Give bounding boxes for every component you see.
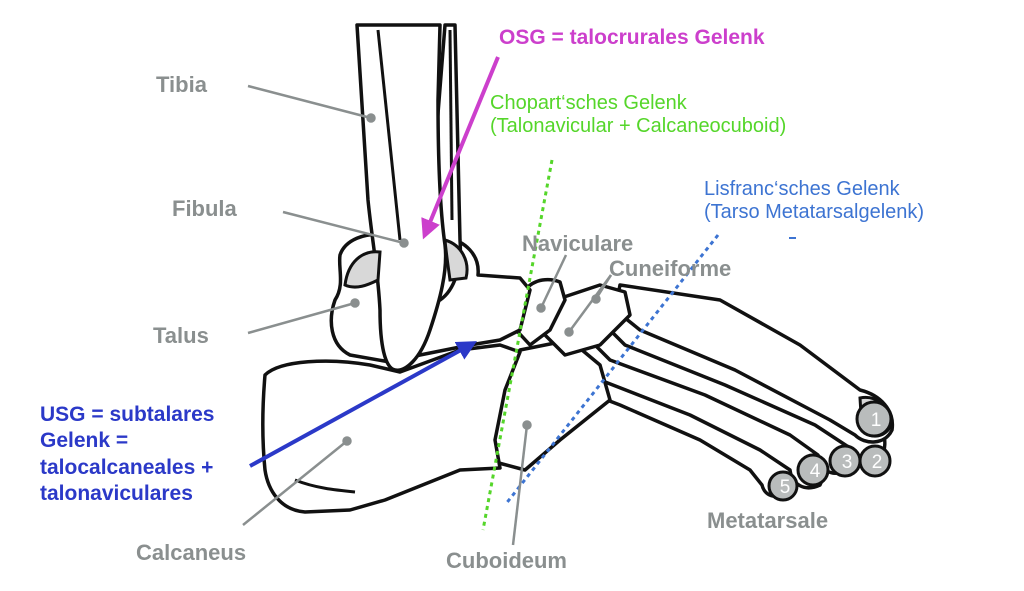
usg-line-3: talocalcaneales + [40,455,214,479]
chopart-joint-line [481,159,554,531]
chopart-line-1: Chopart‘sches Gelenk [490,92,687,114]
label-talus: Talus [153,323,209,348]
label-cuneiforme: Cuneiforme [609,256,732,281]
metatarsal-number-2: 2 [872,452,883,473]
cuboideum-leader [511,424,529,546]
talus-cartilage-left [343,250,382,289]
metatarsal-head-4 [796,453,830,487]
metatarsal-number-4: 4 [810,461,821,482]
label-naviculare: Naviculare [522,231,634,256]
metatarsal-head-5 [767,470,799,502]
lisfranc-joint-line [503,234,720,506]
lisfranc-line-1: Lisfranc‘sches Gelenk [704,178,900,200]
calcaneus-tuber-line [294,478,356,494]
naviculare-leader [539,254,568,309]
label-osg: OSG = talocrurales Gelenk [499,26,765,49]
osg-arrow [421,56,500,240]
calcaneus [261,343,522,514]
label-chopart: Chopart‘sches Gelenk (Talonavicular + Ca… [490,92,786,138]
label-tibia: Tibia [156,72,207,97]
usg-line-4: talonaviculares [40,481,193,505]
lisfranc-line-2: (Tarso Metatarsalgelenk) [704,201,925,223]
metatarsal-head-3 [828,444,862,478]
metatarsal-number-1: 1 [871,410,882,431]
fibula-shaft-line [448,29,454,221]
label-lisfranc: Lisfranc‘sches Gelenk (Tarso Metatarsalg… [704,178,924,224]
label-fibula: Fibula [172,196,237,221]
fibula-leader [282,210,405,245]
label-cuboideum: Cuboideum [446,548,567,573]
tibia-shaft-line [376,29,402,241]
talus-cartilage-right [443,237,469,282]
chopart-line-2: (Talonavicular + Calcaneocuboid) [490,115,787,137]
usg-line-1: USG = subtalares [40,403,215,426]
metatarsal-number-3: 3 [842,452,853,473]
label-calcaneus: Calcaneus [136,540,247,565]
usg-line-2: Gelenk = [40,429,129,453]
tibia-leader [247,84,372,120]
usg-arrow [249,341,478,468]
tibia [355,23,448,372]
label-metatarsale: Metatarsale [707,508,829,533]
metatarsal-number-5: 5 [780,477,791,498]
label-usg: USG = subtalares Gelenk = talocalcaneale… [40,402,215,507]
metatarsal-head-1 [855,400,893,438]
talus-leader [247,301,356,335]
calcaneus-leader [242,440,348,526]
metatarsal-1 [613,283,895,444]
